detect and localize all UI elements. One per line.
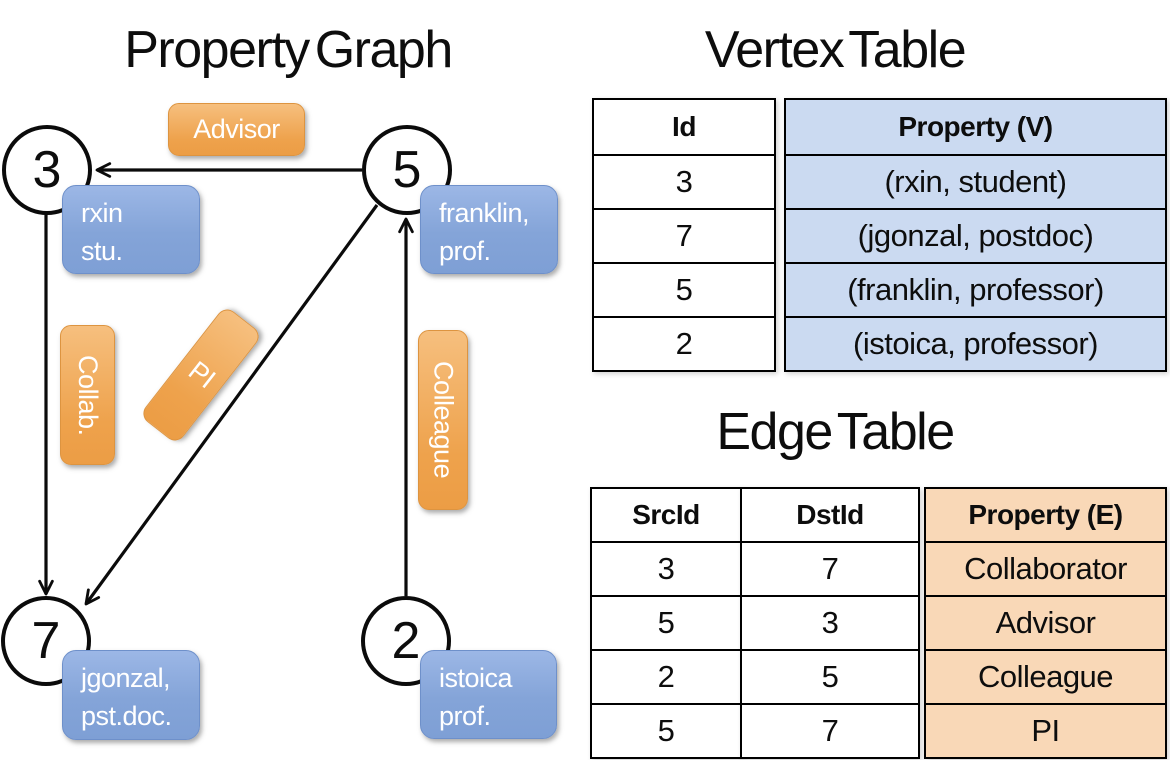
vertex-prop-box-franklin: franklin, prof. <box>420 185 558 274</box>
node-id-label: 2 <box>391 612 421 670</box>
edge-dstid-column: DstId 7 3 5 7 <box>740 487 920 759</box>
edge-label-colleague: Colleague <box>418 330 468 510</box>
prop-line: franklin, <box>439 198 530 228</box>
graph-node-2: 2 <box>361 596 451 686</box>
edge-label-text: Advisor <box>193 114 280 144</box>
vertex-prop-box-rxin: rxin stu. <box>62 185 200 274</box>
prop-line: pst.doc. <box>81 701 172 731</box>
edge-dstid-cell: 3 <box>740 595 920 651</box>
edge-label-collab: Collab. <box>60 325 115 465</box>
prop-line: rxin <box>81 198 123 228</box>
node-id-label: 5 <box>392 141 422 199</box>
edge-property-cell: Advisor <box>924 595 1167 651</box>
edge-label-text: PI <box>182 355 221 394</box>
prop-line: prof. <box>439 701 491 731</box>
edge-arrow-5-to-7 <box>84 204 379 606</box>
edge-dstid-cell: 5 <box>740 649 920 705</box>
prop-line: stu. <box>81 236 123 266</box>
edge-srcid-cell: 2 <box>590 649 742 705</box>
edge-dstid-cell: 7 <box>740 703 920 759</box>
edge-srcid-cell: 5 <box>590 703 742 759</box>
edge-label-advisor: Advisor <box>168 103 305 156</box>
vertex-property-cell: (istoica, professor) <box>784 316 1167 372</box>
edge-dstid-cell: 7 <box>740 541 920 597</box>
vertex-id-cell: 5 <box>592 262 776 318</box>
edge-srcid-header: SrcId <box>590 487 742 543</box>
vertex-id-cell: 2 <box>592 316 776 372</box>
edge-table-title: Edge Table <box>716 403 955 461</box>
edge-property-cell: PI <box>924 703 1167 759</box>
vertex-id-cell: 7 <box>592 208 776 264</box>
vertex-property-header: Property (V) <box>784 98 1167 156</box>
prop-line: prof. <box>439 236 491 266</box>
vertex-prop-box-istoica: istoica prof. <box>420 650 557 739</box>
edge-property-cell: Collaborator <box>924 541 1167 597</box>
edge-dstid-header: DstId <box>740 487 920 543</box>
prop-line: istoica <box>439 663 513 693</box>
edge-label-text: Collab. <box>73 354 103 436</box>
edge-srcid-cell: 5 <box>590 595 742 651</box>
node-id-label: 7 <box>31 612 61 670</box>
graph-node-5: 5 <box>362 125 452 215</box>
edge-label-text: Colleague <box>428 361 459 479</box>
node-id-label: 3 <box>32 141 62 199</box>
vertex-table-title: Vertex Table <box>704 21 967 79</box>
vertex-property-cell: (rxin, student) <box>784 154 1167 210</box>
vertex-property-cell: (jgonzal, postdoc) <box>784 208 1167 264</box>
edge-property-header: Property (E) <box>924 487 1167 543</box>
vertex-property-column: Property (V) (rxin, student) (jgonzal, p… <box>784 98 1167 372</box>
edge-srcid-column: SrcId 3 5 2 5 <box>590 487 742 759</box>
vertex-id-header: Id <box>592 98 776 156</box>
edge-property-cell: Colleague <box>924 649 1167 705</box>
vertex-table: Id 3 7 5 2 Property (V) (rxin, student) … <box>592 98 1167 372</box>
vertex-id-column: Id 3 7 5 2 <box>592 98 776 372</box>
property-graph-title: Property Graph <box>124 21 453 79</box>
edge-property-column: Property (E) Collaborator Advisor Collea… <box>924 487 1167 759</box>
vertex-prop-box-jgonzal: jgonzal, pst.doc. <box>62 650 200 740</box>
graph-edges-canvas <box>38 162 414 606</box>
vertex-property-cell: (franklin, professor) <box>784 262 1167 318</box>
edge-table: SrcId 3 5 2 5 DstId 7 3 5 7 Property (E)… <box>590 487 1167 759</box>
vertex-id-cell: 3 <box>592 154 776 210</box>
prop-line: jgonzal, <box>81 663 171 693</box>
edge-srcid-cell: 3 <box>590 541 742 597</box>
